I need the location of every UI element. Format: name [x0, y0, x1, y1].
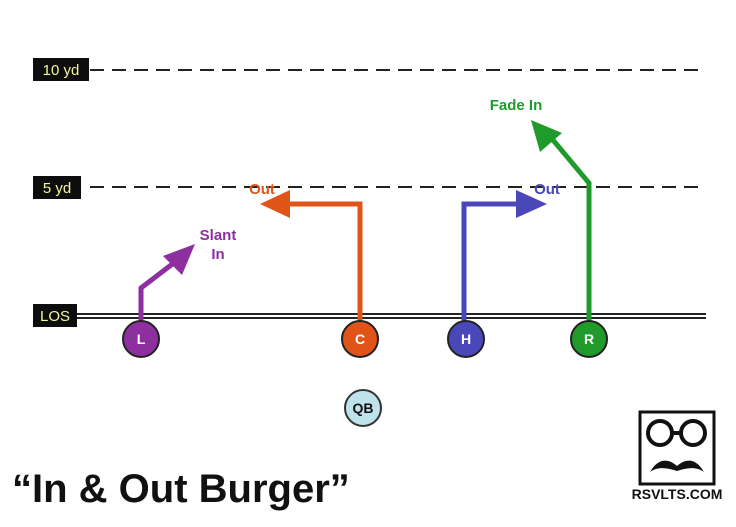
route-L-label-line2: In: [211, 246, 224, 263]
route-L: [138, 244, 195, 322]
brand-name: RSVLTS.COM: [632, 486, 723, 502]
los-label: LOS: [40, 308, 70, 325]
player-C: C: [341, 320, 379, 358]
player-H-label: H: [461, 331, 471, 347]
los-marker: LOS: [33, 304, 77, 327]
player-L-label: L: [137, 331, 146, 347]
player-R-label: R: [584, 331, 594, 347]
player-H: H: [447, 320, 485, 358]
player-R: R: [570, 320, 608, 358]
route-C-label: Out: [249, 181, 275, 198]
mustache-glasses-logo: [638, 410, 716, 486]
route-H-label: Out: [534, 181, 560, 198]
play-title: “In & Out Burger”: [12, 467, 350, 511]
route-H: [461, 190, 547, 322]
route-R: [531, 120, 592, 322]
ten-yard-marker: 10 yd: [33, 58, 89, 81]
route-R-label: Fade In: [490, 97, 543, 114]
player-QB-label: QB: [353, 400, 374, 416]
player-L: L: [122, 320, 160, 358]
ten-yard-label: 10 yd: [43, 62, 80, 79]
route-C: [260, 190, 363, 322]
five-yard-marker: 5 yd: [33, 176, 81, 199]
five-yard-label: 5 yd: [43, 180, 71, 197]
player-QB: QB: [344, 389, 382, 427]
player-C-label: C: [355, 331, 365, 347]
route-L-label-line1: Slant: [200, 227, 237, 244]
